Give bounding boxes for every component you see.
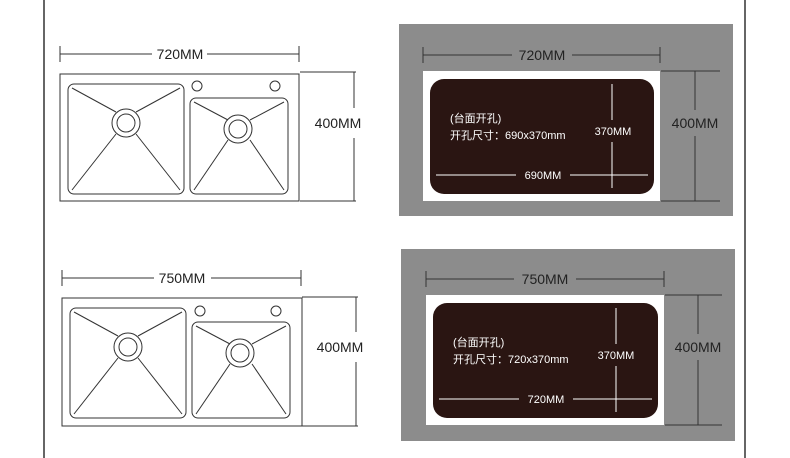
right-bowl-crease	[249, 139, 285, 191]
cutout-outer-height-label: 400MM	[675, 339, 722, 355]
sink-height-label: 400MM	[317, 339, 364, 355]
right-bowl-crease	[249, 101, 285, 121]
left-drain-outer	[111, 108, 141, 138]
right-bowl-crease	[251, 325, 287, 345]
tap-hole-icon	[270, 305, 282, 317]
left-bowl-crease	[137, 357, 183, 415]
sink-top-view-1	[59, 46, 356, 202]
cutout-note-size: 开孔尺寸：720x370mm	[453, 352, 569, 366]
right-bowl	[189, 97, 289, 195]
sink-outline	[61, 297, 303, 427]
cutout-inner-width-label: 720MM	[528, 394, 565, 406]
left-bowl-crease	[71, 87, 117, 113]
row-1: 720MM 400MM	[59, 24, 733, 216]
cutout-outer-height-label: 400MM	[672, 115, 719, 131]
cutout-inner-width-label: 690MM	[525, 170, 562, 182]
cutout-view-2	[401, 249, 735, 441]
left-bowl-crease	[135, 133, 181, 191]
right-bowl-crease	[193, 139, 229, 191]
cutout-view-1	[399, 24, 733, 216]
left-bowl-crease	[73, 311, 119, 337]
right-bowl-crease	[195, 363, 231, 415]
sink-width-label: 720MM	[157, 46, 204, 62]
tap-hole-icon	[269, 80, 281, 92]
left-bowl	[67, 83, 185, 195]
right-drain-outer	[223, 114, 253, 144]
right-drain-inner	[230, 343, 250, 363]
sink-width-label: 750MM	[159, 270, 206, 286]
left-bowl-crease	[71, 133, 117, 191]
cutout-outer-width-label: 750MM	[522, 271, 569, 287]
row-2: 750MM 400MM 750MM	[61, 249, 735, 441]
left-drain-inner	[118, 337, 138, 357]
right-bowl	[191, 321, 291, 419]
left-drain-inner	[116, 113, 136, 133]
cutout-note-title: (台面开孔)	[450, 111, 501, 125]
sink-outline	[59, 73, 300, 202]
right-drain-outer	[225, 338, 255, 368]
right-bowl-crease	[195, 325, 231, 345]
tap-hole-icon	[191, 80, 203, 92]
cutout-hole	[433, 303, 658, 418]
left-bowl-crease	[73, 357, 119, 415]
right-bowl-crease	[251, 363, 287, 415]
left-bowl-crease	[137, 311, 183, 337]
cutout-outer-width-label: 720MM	[519, 47, 566, 63]
cutout-note-title: (台面开孔)	[453, 335, 504, 349]
cutout-note-size: 开孔尺寸：690x370mm	[450, 128, 566, 142]
sink-top-view-2	[61, 270, 358, 427]
cutout-inner-height-label: 370MM	[598, 350, 635, 362]
sink-height-label: 400MM	[315, 115, 362, 131]
left-drain-outer	[113, 332, 143, 362]
cutout-inner-height-label: 370MM	[595, 126, 632, 138]
left-bowl	[69, 307, 187, 419]
right-drain-inner	[228, 119, 248, 139]
left-bowl-crease	[135, 87, 181, 113]
right-bowl-crease	[193, 101, 229, 121]
tap-hole-icon	[194, 305, 206, 317]
cutout-hole	[430, 79, 654, 194]
